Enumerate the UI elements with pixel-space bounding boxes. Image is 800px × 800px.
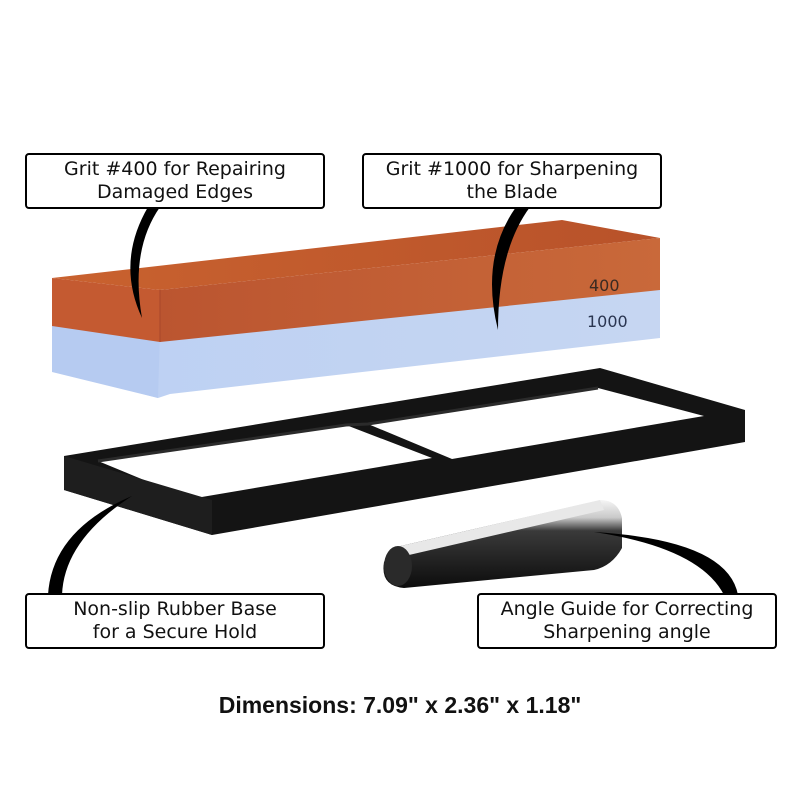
pointer-grit1000: [492, 207, 530, 330]
pointer-base: [48, 496, 132, 595]
callout-grit-400: Grit #400 for Repairing Damaged Edges: [25, 153, 325, 209]
stone-400-left: [52, 278, 160, 342]
stone-400-front: [160, 238, 660, 342]
stone-1000-front: [52, 288, 660, 398]
callout-grit-1000: Grit #1000 for Sharpening the Blade: [362, 153, 662, 209]
stone-400-label: 400: [589, 276, 620, 295]
base-inner-rim: [97, 386, 599, 463]
angle-guide-end: [384, 546, 412, 586]
callout-rubber-base: Non-slip Rubber Base for a Secure Hold: [25, 593, 325, 649]
callout-angle-guide: Angle Guide for Correcting Sharpening an…: [477, 593, 777, 649]
pointer-guide: [594, 532, 738, 595]
base-opening-left: [98, 425, 432, 499]
base-left-face: [64, 456, 212, 535]
stone-1000-left: [52, 326, 160, 398]
rubber-base: [64, 368, 745, 535]
angle-guide-top: [392, 500, 604, 558]
pointers: [48, 207, 738, 595]
pointer-grit400: [130, 207, 160, 318]
dimensions-caption: Dimensions: 7.09" x 2.36" x 1.18": [218, 692, 582, 718]
angle-guide: [383, 500, 622, 588]
stone-1000-label: 1000: [587, 312, 628, 331]
angle-guide-body: [383, 500, 622, 588]
base-opening-right: [368, 388, 704, 459]
whetstone: [52, 220, 660, 398]
